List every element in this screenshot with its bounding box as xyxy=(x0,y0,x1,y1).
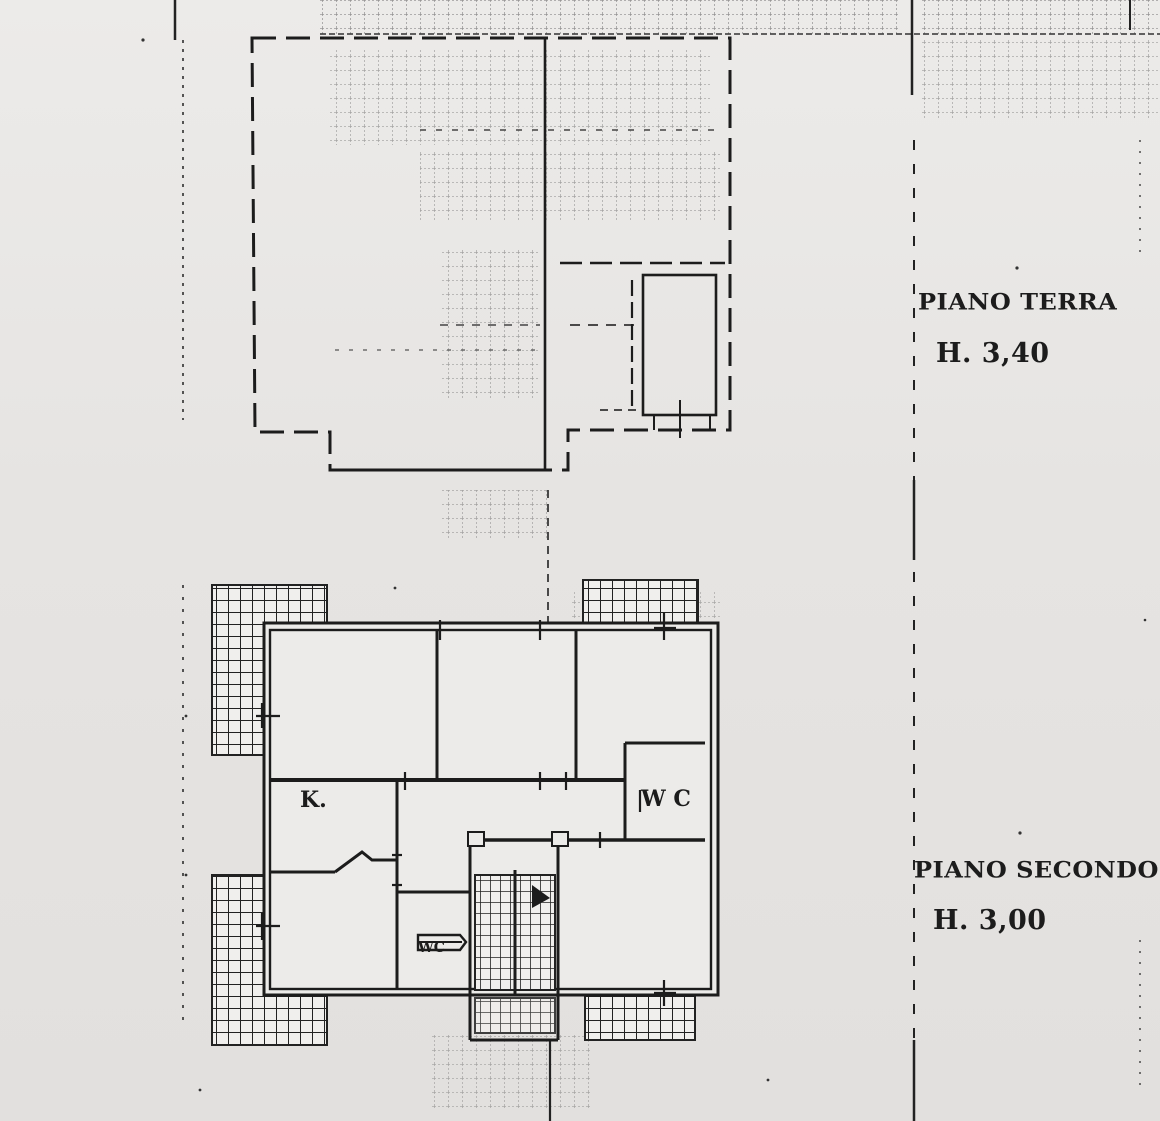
scan-speckles xyxy=(141,38,1147,1092)
balcony-bottom-right xyxy=(584,994,696,1041)
balcony-top-right xyxy=(582,579,699,626)
second-floor-label: PIANO SECONDO xyxy=(914,856,1159,883)
section-guide-lines xyxy=(182,0,1141,1121)
ground-floor-label: PIANO TERRA xyxy=(918,288,1118,315)
ground-floor-height: H. 3,40 xyxy=(936,338,1050,369)
wc-mark: W C xyxy=(641,786,691,812)
second-floor-height: H. 3,00 xyxy=(933,905,1047,936)
kitchen-mark: K. xyxy=(300,787,327,813)
bathroom-mark: WC xyxy=(418,940,445,956)
second-floor-plan xyxy=(211,579,720,1046)
top-grid-band xyxy=(173,0,1160,40)
ground-floor-plan xyxy=(250,36,732,472)
